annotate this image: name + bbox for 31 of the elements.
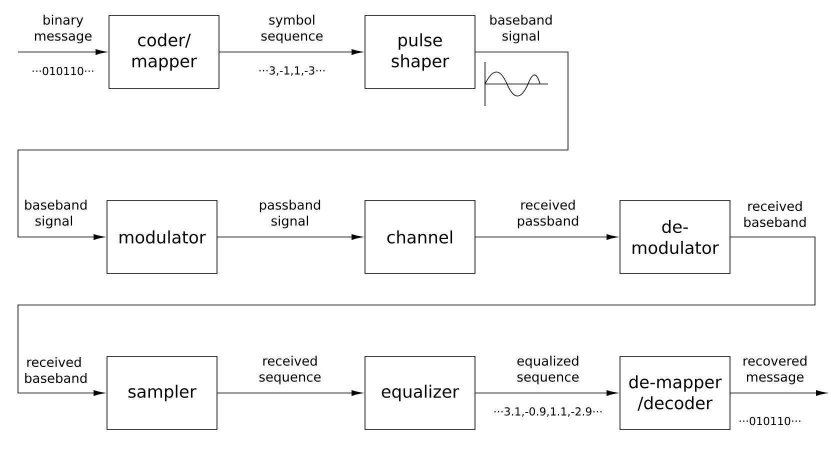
block-box: sampler <box>106 356 218 430</box>
edge-label: received sequence <box>259 356 321 384</box>
block-box: de- modulator <box>620 200 730 274</box>
sequence-label: ···010110··· <box>32 66 94 76</box>
block-box: coder/ mapper <box>108 15 220 89</box>
edge-label: passband signal <box>260 200 320 228</box>
sequence-label: ···3,-1,1,-3··· <box>259 66 325 76</box>
arrow <box>475 390 618 396</box>
edge-label: binary message <box>34 14 92 44</box>
block-box: equalizer <box>364 356 476 430</box>
block-box: channel <box>364 200 476 274</box>
arrow <box>219 49 362 55</box>
arrow <box>475 234 618 240</box>
block-box: de-mapper /decoder <box>620 356 730 430</box>
edge-label: baseband signal <box>490 14 552 44</box>
edge-label: received passband <box>518 200 578 228</box>
arrow <box>18 52 568 240</box>
sequence-label: received baseband <box>25 356 87 384</box>
arrow <box>730 390 827 396</box>
sequence-label: baseband signal <box>25 200 87 228</box>
block-box: pulse shaper <box>364 15 476 89</box>
arrow <box>18 236 816 396</box>
arrow <box>217 390 362 396</box>
edge-label: equalized sequence <box>517 356 579 384</box>
arrow <box>18 49 106 55</box>
arrow <box>217 234 362 240</box>
edge-label: received baseband <box>744 200 806 228</box>
sequence-label: ···3.1,-0.9,1.1,-2.9··· <box>494 407 602 417</box>
edge-label: symbol sequence <box>261 14 323 44</box>
edge-label: recovered message <box>744 356 806 384</box>
block-box: modulator <box>106 200 218 274</box>
